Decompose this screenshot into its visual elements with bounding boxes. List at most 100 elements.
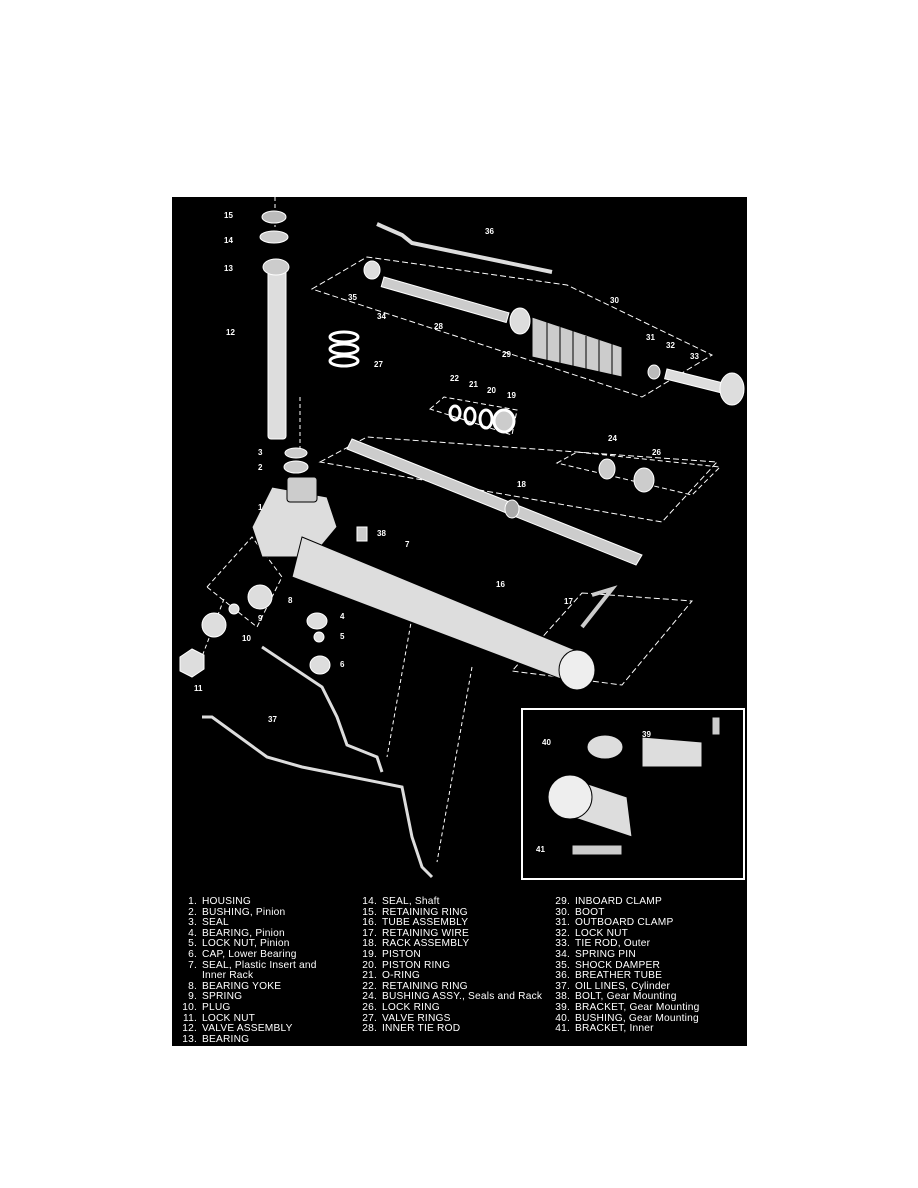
legend-item-number: 24.: [362, 991, 377, 1003]
callout-12: 12: [226, 328, 235, 337]
legend-item-number: 36.: [555, 970, 570, 982]
callout-14: 14: [224, 236, 233, 245]
callout-22: 22: [450, 374, 459, 383]
legend-item: 34.SPRING PIN: [550, 949, 699, 961]
housing: [251, 476, 596, 691]
legend-item-number: 1.: [188, 896, 197, 907]
legend-item-number: 8.: [188, 980, 197, 992]
callout-1: 1: [258, 503, 263, 512]
legend-item-text: SEAL, Plastic Insert and: [202, 959, 317, 971]
callout-33: 33: [690, 352, 699, 361]
legend-item: 28.INNER TIE ROD: [357, 1023, 542, 1035]
legend-item-text: BOOT: [575, 906, 605, 918]
legend-item: 10.PLUG: [177, 1001, 317, 1014]
callout-20: 20: [487, 386, 496, 395]
legend-item-number: 21.: [362, 970, 377, 982]
legend-item: 7. SEAL, Plastic Insert and: [177, 959, 317, 972]
legend-item: 14.SEAL, Shaft: [357, 896, 542, 908]
legend-item: 3.SEAL: [177, 917, 317, 929]
legend-item: Inner Rack: [177, 970, 317, 982]
callout-27: 27: [374, 360, 383, 369]
legend-item-text: RETAINING RING: [382, 980, 468, 992]
legend-item-text: SPRING: [202, 991, 243, 1003]
legend-item-number: 20.: [362, 959, 377, 971]
legend-item-number: 37.: [555, 980, 570, 992]
rack-assembly: [346, 438, 643, 566]
legend-item: 13. BEARING: [177, 1033, 317, 1046]
callout-6: 6: [340, 660, 345, 669]
breather-tube: [376, 222, 553, 274]
legend-item-number: 30.: [555, 906, 570, 918]
legend-item: 19.PISTON: [357, 948, 542, 961]
callout-21: 21: [469, 380, 478, 389]
steering-gear-illustration: 15 14 13 12 27 36 35 34 28 30 29 31 32 3…: [179, 197, 745, 880]
legend-item: 8.BEARING YOKE: [177, 980, 317, 993]
legend-item: 9. SPRING: [177, 992, 317, 1003]
callout-24: 24: [608, 434, 617, 443]
legend-item-number: 12.: [182, 1023, 197, 1035]
legend-item-number: 39.: [555, 1001, 570, 1013]
legend-item-text: PLUG: [202, 1001, 231, 1013]
legend-item: 5.LOCK NUT, Pinion: [177, 939, 317, 950]
callout-15: 15: [224, 211, 233, 220]
legend-item: 39. BRACKET, Gear Mounting: [550, 1001, 700, 1014]
legend-item-text: BRACKET, Gear Mounting: [575, 1001, 700, 1013]
legend-item-number: 27.: [362, 1012, 377, 1024]
legend-item-number: 13.: [182, 1033, 197, 1045]
legend-item-text: PISTON RING: [382, 959, 451, 971]
legend-item-text: LOCK NUT: [575, 927, 629, 939]
legend-item-number: 9.: [188, 991, 197, 1003]
legend-item-text: TIE ROD, Outer: [575, 938, 651, 950]
callout-35: 35: [348, 293, 357, 302]
legend-item-number: 6.: [188, 948, 197, 960]
legend-item: 2.BUSHING, Pinion: [177, 906, 317, 919]
legend-item-text: RACK ASSEMBLY: [382, 938, 470, 950]
callout-16: 16: [496, 580, 505, 589]
callout-labels: 15 14 13 12 27 36 35 34 28 30 29 31 32 3…: [194, 211, 699, 854]
legend-item-text: RETAINING WIRE: [382, 927, 469, 939]
legend-item-number: 33.: [555, 938, 570, 950]
legend-item-number: 14.: [362, 896, 377, 907]
callout-2: 2: [258, 463, 263, 472]
exploded-diagram: 15 14 13 12 27 36 35 34 28 30 29 31 32 3…: [172, 197, 747, 1046]
callout-34: 34: [377, 312, 386, 321]
legend-item-text: BUSHING, Pinion: [202, 906, 286, 918]
valve-rings: [328, 330, 360, 368]
legend-item: 11.LOCK NUT: [177, 1012, 317, 1025]
callout-28: 28: [434, 322, 443, 331]
legend-item-number: 18.: [362, 938, 377, 950]
legend-item-number: 26.: [362, 1001, 377, 1013]
legend-item-number: 29.: [555, 896, 570, 907]
callout-5: 5: [340, 632, 345, 641]
legend-item-number: 4.: [188, 927, 197, 939]
callout-38: 38: [377, 529, 386, 538]
legend-item-text: BEARING: [202, 1033, 250, 1045]
housing-group-outline: [206, 536, 283, 628]
legend-item-number: 5.: [188, 938, 197, 950]
legend-item-text: TUBE ASSEMBLY: [382, 917, 469, 929]
legend-item-number: 11.: [182, 1012, 197, 1024]
legend-item-number: 15.: [362, 906, 377, 918]
outer-tie-rod: [647, 364, 745, 406]
legend-item-number: 7.: [188, 959, 197, 971]
legend-item: 18. RACK ASSEMBLY: [357, 939, 542, 950]
legend-item: 15.RETAINING RING: [357, 906, 542, 919]
retaining-wire: [580, 585, 618, 629]
legend-item-text: PISTON: [382, 948, 421, 960]
piston-parts: [448, 404, 516, 434]
callout-26: 26: [652, 448, 661, 457]
legend-item: 36.BREATHER TUBE: [550, 970, 699, 982]
legend-item-number: 32.: [555, 927, 570, 939]
legend-item-number: 38.: [555, 991, 570, 1003]
legend-item: 24.BUSHING ASSY., Seals and Rack: [357, 992, 542, 1003]
mounting-inset: [521, 708, 745, 880]
legend-item-number: 17.: [362, 927, 377, 939]
legend-item-text: INBOARD CLAMP: [575, 896, 662, 907]
legend-item-text: INNER TIE ROD: [382, 1023, 461, 1035]
legend-item: 12.VALVE ASSEMBLY: [177, 1023, 317, 1035]
callout-19: 19: [507, 391, 516, 400]
callout-37: 37: [268, 715, 277, 724]
